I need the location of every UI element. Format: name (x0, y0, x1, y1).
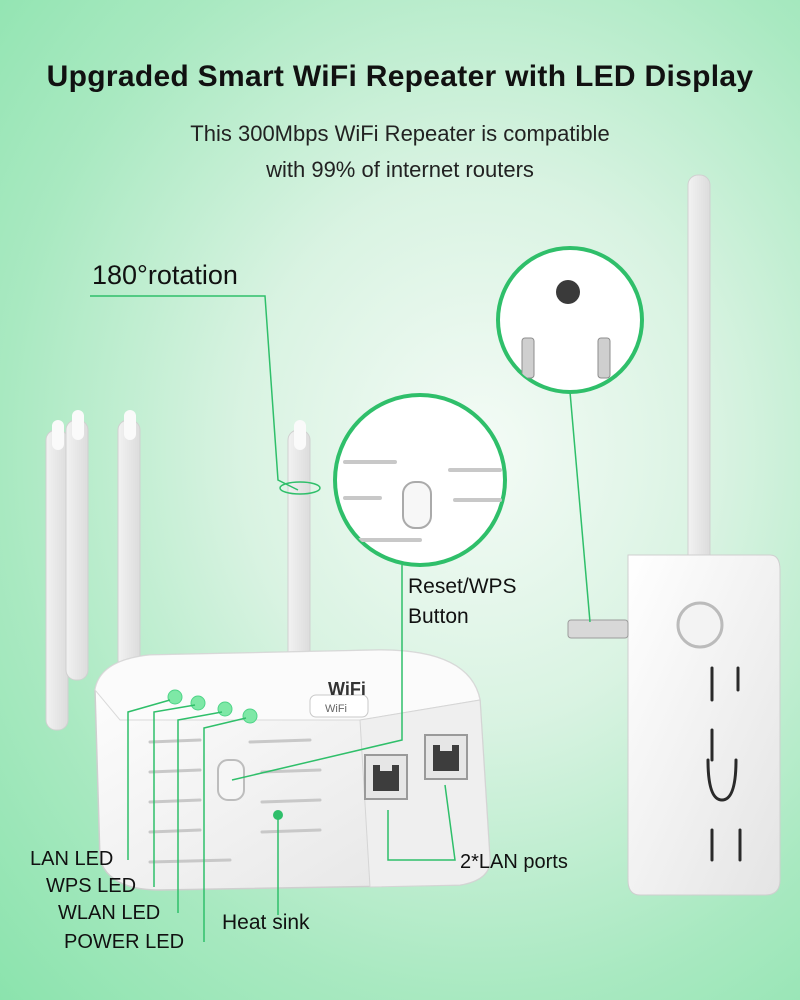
antenna-left-4 (287, 420, 311, 671)
callout-reset-line-1: Reset/WPS (408, 575, 517, 598)
callout-reset-wps: Reset/WPS Button (408, 572, 517, 632)
led-power (242, 708, 258, 724)
callout-wlan-led: WLAN LED (58, 902, 161, 924)
callout-lan-led: LAN LED (30, 848, 114, 870)
subtitle-line-2: with 99% of internet routers (266, 157, 534, 182)
callout-wps-led: WPS LED (46, 875, 137, 897)
heat-sink-vents (148, 738, 322, 864)
reset-wps-button[interactable] (217, 759, 245, 801)
led-lan (167, 689, 183, 705)
lan-port-1 (364, 754, 408, 800)
callout-lan-ports: 2*LAN ports (460, 851, 568, 873)
callout-reset-line-2: Button (408, 605, 469, 628)
callout-power-led: POWER LED (64, 931, 185, 953)
callout-rotation: 180°rotation (92, 260, 238, 290)
zoom-circle-plug (496, 246, 644, 394)
antenna-left-1 (45, 420, 69, 731)
device-brand-text: WiFi (328, 679, 366, 699)
subtitle-line-1: This 300Mbps WiFi Repeater is compatible (190, 121, 610, 146)
led-wps (190, 695, 206, 711)
antenna-left-2 (65, 410, 89, 681)
right-repeater (567, 174, 781, 896)
page-title: Upgraded Smart WiFi Repeater with LED Di… (46, 60, 754, 93)
callout-heat-sink: Heat sink (222, 911, 310, 934)
device-badge-text: WiFi (325, 703, 347, 715)
led-wlan (217, 701, 233, 717)
callout-lines (90, 295, 456, 942)
zoom-circle-reset (333, 393, 507, 567)
lan-port-2 (424, 734, 468, 780)
left-repeater: WiFi WiFi (45, 410, 491, 891)
plug-prong (567, 619, 629, 639)
right-repeater-body (627, 554, 781, 896)
antenna-left-3 (117, 410, 141, 671)
page-subtitle: This 300Mbps WiFi Repeater is compatible… (0, 116, 800, 188)
